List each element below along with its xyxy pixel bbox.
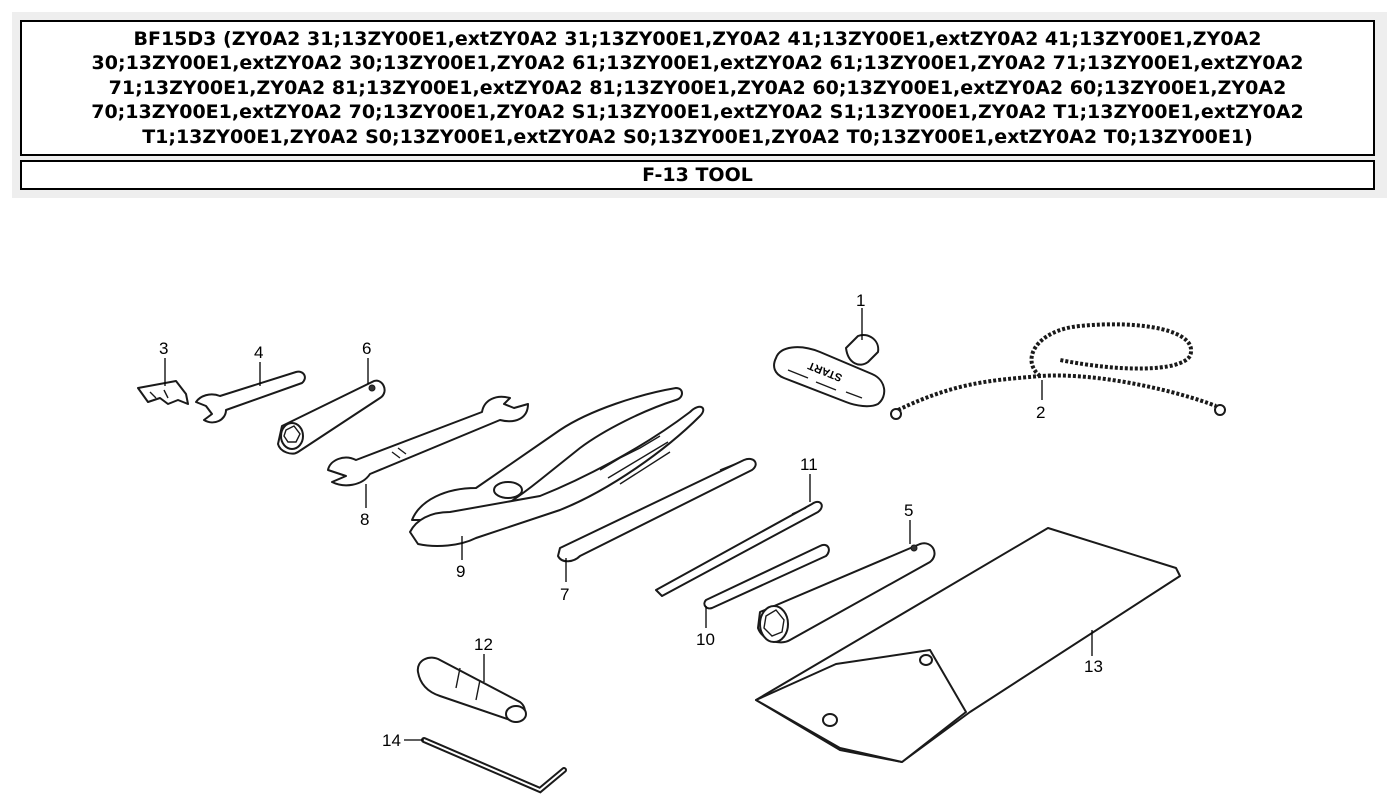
section-title: F-13 TOOL [642, 164, 753, 186]
page-title: BF15D3 (ZY0A2 31;13ZY00E1,extZY0A2 31;13… [91, 27, 1304, 148]
part-4-wrench[interactable] [195, 370, 306, 424]
callout-4: 4 [254, 343, 263, 362]
callout-11: 11 [800, 455, 818, 474]
part-2-starter-rope[interactable] [890, 322, 1226, 420]
callout-5: 5 [904, 501, 913, 520]
callout-9: 9 [456, 562, 465, 581]
callout-2: 2 [1036, 403, 1045, 422]
callout-6: 6 [362, 339, 371, 358]
title-box: BF15D3 (ZY0A2 31;13ZY00E1,extZY0A2 31;13… [20, 20, 1375, 156]
callout-13: 13 [1084, 657, 1103, 676]
part-6-box-wrench[interactable] [277, 379, 386, 455]
part-13-tool-bag[interactable] [755, 527, 1181, 763]
part-8-wrench[interactable] [327, 395, 529, 487]
part-11-screwdriver-blade[interactable] [655, 500, 823, 597]
part-7-screwdriver[interactable] [557, 458, 757, 563]
callout-10: 10 [696, 630, 715, 649]
callout-3: 3 [159, 339, 168, 358]
part-5-plug-wrench[interactable] [757, 542, 936, 644]
part-9-pliers[interactable] [409, 387, 705, 547]
callout-1: 1 [856, 291, 865, 310]
part-3-clip[interactable] [137, 380, 189, 405]
header-panel: BF15D3 (ZY0A2 31;13ZY00E1,extZY0A2 31;13… [12, 12, 1387, 198]
part-12-socket[interactable] [416, 656, 527, 723]
section-box: F-13 TOOL [20, 160, 1375, 190]
part-14-hex-key[interactable] [421, 737, 567, 794]
callout-7: 7 [560, 585, 569, 604]
part-10-screwdriver[interactable] [703, 544, 830, 610]
callout-12: 12 [474, 635, 493, 654]
leader-lines [164, 308, 1093, 741]
callout-14: 14 [382, 731, 401, 750]
callout-8: 8 [360, 510, 369, 529]
part-1-starter-grip[interactable]: START [773, 334, 886, 408]
